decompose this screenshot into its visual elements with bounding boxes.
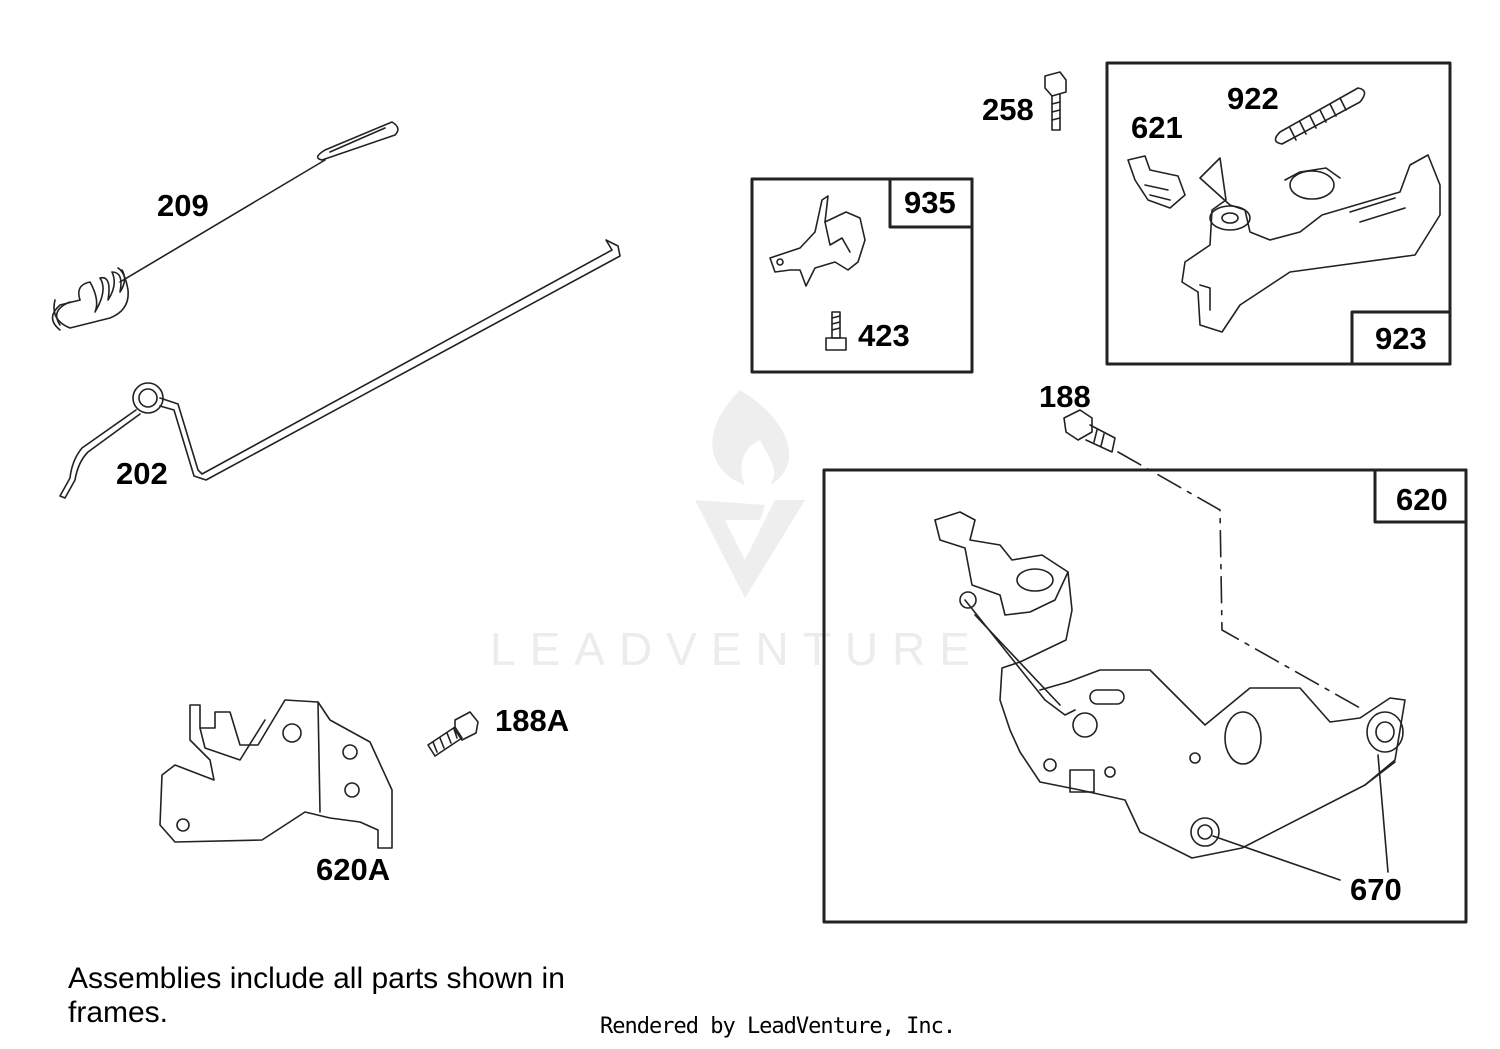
part-620-bracket [934,511,1406,859]
label-922: 922 [1227,81,1279,116]
label-620A: 620A [316,852,391,887]
label-258: 258 [982,92,1034,127]
part-922-spring [1274,87,1366,145]
watermark-text: LEADVENTURE [490,623,984,675]
label-670: 670 [1350,872,1402,907]
part-621-clip [1127,155,1186,209]
part-423-screw [825,311,847,351]
part-620A-bracket [159,699,393,849]
part-188A-screw [427,711,479,757]
footer-credit: Rendered by LeadVenture, Inc. [600,1014,956,1039]
part-258-bolt [1044,71,1067,131]
label-202: 202 [116,456,168,491]
label-621: 621 [1131,110,1183,145]
part-209-spring [51,121,399,331]
assembly-note: Assemblies include all parts shown in fr… [68,962,565,1029]
label-923: 923 [1375,321,1427,356]
label-209: 209 [157,188,209,223]
leader-188-dashed [1117,451,1361,709]
label-620: 620 [1396,482,1448,517]
part-935-bracket [769,195,866,287]
label-423: 423 [858,318,910,353]
label-188: 188 [1039,379,1091,414]
leader-670 [1212,754,1389,881]
label-188A: 188A [495,703,570,738]
label-935: 935 [904,185,956,220]
part-923-assembly [1181,154,1441,333]
part-202-rod [59,239,621,499]
part-188-bolt [1063,409,1116,453]
